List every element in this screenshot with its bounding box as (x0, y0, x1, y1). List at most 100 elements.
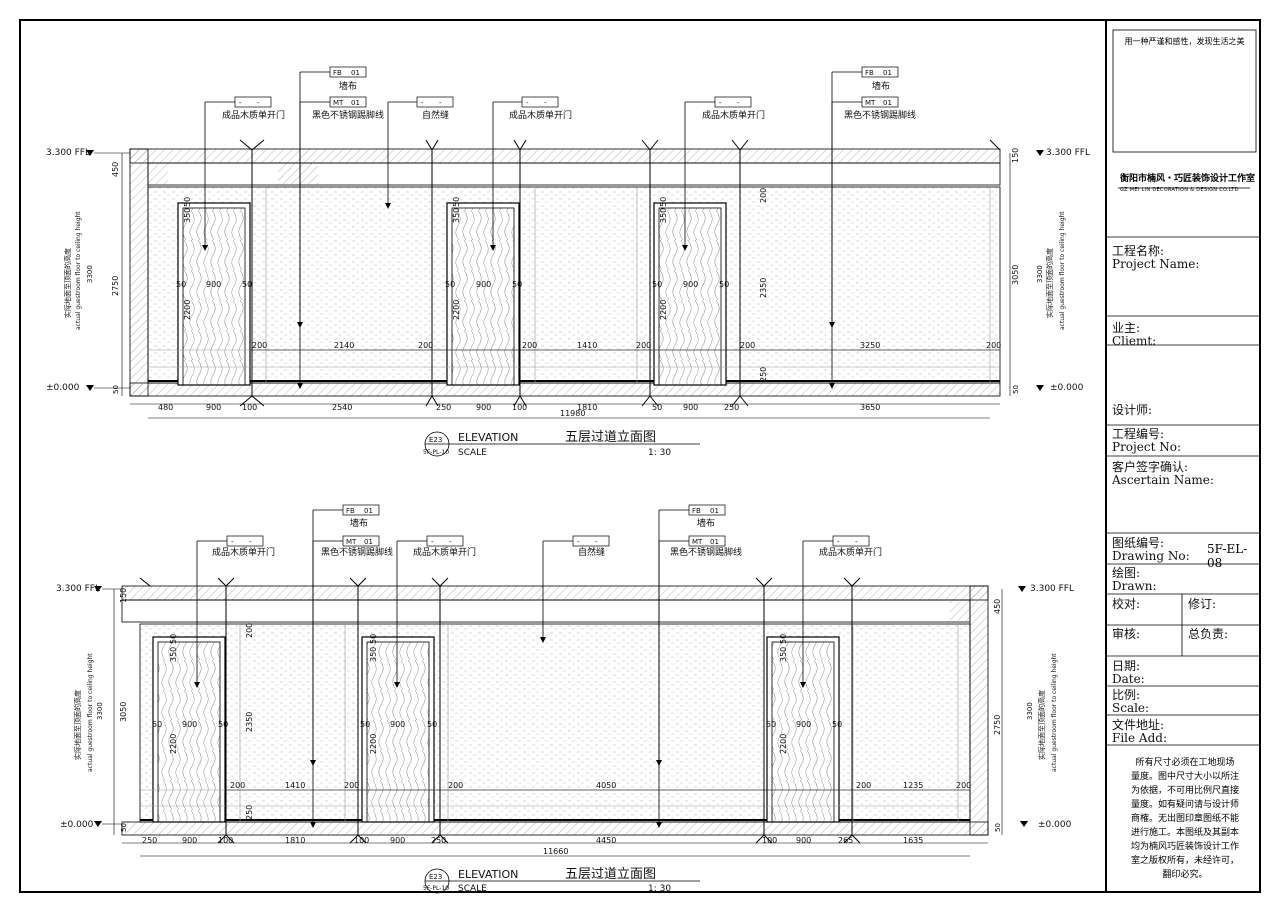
dimension-label: 50 (360, 720, 370, 729)
company-name-en: GZ MEI LIN DECORATION & DESIGN CO.LTD (1120, 187, 1239, 193)
slogan: 用一种严谨和感性，发现生活之美 (1124, 37, 1245, 46)
dimension-label: 3.300 FFL (1030, 584, 1074, 594)
dimension-label: 265 (838, 836, 853, 845)
dimension-label: 实际地面至顶面的高度 (63, 248, 72, 318)
dimension-label: - (257, 99, 260, 107)
dimension-label: 实际地面至顶面的高度 (1045, 248, 1054, 318)
dimension-label: 1235 (903, 781, 923, 790)
dimension-label: 01 (883, 99, 892, 107)
dimension-label: - (855, 538, 858, 546)
callout-label: 黑色不锈钢踢脚线 (321, 546, 393, 558)
project-name-field: 工程名称:Project Name: (1112, 244, 1200, 271)
dimension-label: 3250 (860, 341, 880, 350)
level-top-right: 3.300 FFL (1046, 148, 1090, 158)
client-field: 业主:Cliemt: (1112, 321, 1157, 348)
dimension-label: 01 (883, 69, 892, 77)
dimension-label: 50 (659, 197, 668, 207)
dimension-label: 五层过道立面图 (565, 867, 656, 882)
date-field: 日期:Date: (1112, 659, 1145, 686)
dimension-label: 200 (448, 781, 463, 790)
dimension-label: 480 (158, 403, 173, 412)
dimension-label: 100 (218, 836, 233, 845)
dimension-label: 200 (522, 341, 537, 350)
dimension-label: 50 (779, 634, 788, 644)
callout-label: 成品木质单开门 (222, 109, 285, 121)
dimension-label: 50 (169, 634, 178, 644)
dimension-label: 50 (427, 720, 437, 729)
dimension-label: 2140 (334, 341, 354, 350)
dimension-label: 350 (369, 647, 378, 662)
wall-fabric (147, 186, 1001, 384)
dimension-label: - (526, 99, 529, 107)
dimension-label: ±0.000 (1038, 820, 1072, 830)
dimension-label: - (737, 99, 740, 107)
dimension-label: FB (692, 507, 701, 515)
dimension-label: 250 (724, 403, 739, 412)
dimension-label: actual guestroom floor to ceiling height (1051, 653, 1058, 772)
dimension-label: actual guestroom floor to ceiling height (1059, 211, 1066, 330)
dimension-label: - (449, 538, 452, 546)
dimension-label: - (719, 99, 722, 107)
dimension-label: 50 (445, 280, 455, 289)
chief-field: 总负责: (1188, 627, 1229, 641)
dimension-label: SCALE (458, 448, 487, 458)
dimension-label: 1410 (577, 341, 597, 350)
dimension-label: 150 (119, 588, 128, 603)
callout-label: 墙布 (350, 517, 368, 529)
dimension-label: 100 (354, 836, 369, 845)
dimension-label: - (421, 99, 424, 107)
dimension-label: ELEVATION (458, 868, 518, 881)
dimension-label: 1: 30 (648, 448, 671, 458)
dimension-label: 01 (710, 538, 719, 546)
total-dim: 11980 (560, 409, 585, 418)
dimension-label: ±0.000 (60, 820, 94, 830)
callout-label: 墙布 (872, 80, 890, 92)
dimension-label: 2200 (169, 734, 178, 754)
dimension-label: 3300 (1036, 265, 1044, 283)
dimension-label: 350 (169, 647, 178, 662)
designer-field: 设计师: (1112, 403, 1153, 417)
dimension-label: 50 (766, 720, 776, 729)
drawing-no-field: 图纸编号:Drawing No: (1112, 536, 1190, 563)
dimension-label: 3300 (96, 702, 104, 720)
callout-label: 成品木质单开门 (413, 546, 476, 558)
dimension-label: MT (865, 99, 876, 107)
dimension-label: 5F-PL-10 (423, 449, 449, 456)
dimension-label: 50 (183, 197, 192, 207)
dimension-label: 50 (832, 720, 842, 729)
dimension-label: 3650 (860, 403, 880, 412)
dimension-label: 2750 (111, 276, 120, 296)
ascertain-field: 客户签字确认:Ascertain Name: (1112, 460, 1214, 487)
callout-label: 墙布 (697, 517, 715, 529)
dimension-label: 900 (796, 836, 811, 845)
elevation-title: 五层过道立面图 (565, 430, 656, 445)
level-top-left: 3.300 FFL (46, 148, 90, 158)
revise-field: 修订: (1188, 597, 1217, 611)
dimension-label: 450 (111, 162, 120, 177)
dimension-label: 350 (659, 208, 668, 223)
dimension-label: 01 (710, 507, 719, 515)
dimension-label: 450 (993, 599, 1002, 614)
dimension-label: - (249, 538, 252, 546)
ceiling-bulkhead (147, 162, 1001, 186)
dimension-label: 2350 (759, 278, 768, 298)
dimension-label: 01 (351, 99, 360, 107)
dimension-label: 150 (1011, 148, 1020, 163)
dimension-label: - (837, 538, 840, 546)
dimension-label: MT (333, 99, 344, 107)
dimension-label: 900 (182, 836, 197, 845)
dimension-label: E23 (429, 436, 442, 444)
callout-label: 自然缝 (578, 546, 605, 558)
callout-label: 黑色不锈钢踢脚线 (312, 109, 384, 121)
dimension-label: 900 (476, 280, 491, 289)
ceiling-slab (129, 148, 1001, 164)
dimension-label: 50 (242, 280, 252, 289)
dimension-label: 50 (994, 823, 1002, 832)
dimension-label: - (577, 538, 580, 546)
dimension-label: MT (346, 538, 357, 546)
dimension-label: 900 (390, 720, 405, 729)
dimension-label: 2200 (659, 300, 668, 320)
callout-label: 墙布 (339, 80, 357, 92)
disclaimer-notes: 所有尺寸必须在工地现场 量度。图中尺寸大小以所注 为依据，不可用比例尺直接 量度… (1130, 758, 1239, 880)
